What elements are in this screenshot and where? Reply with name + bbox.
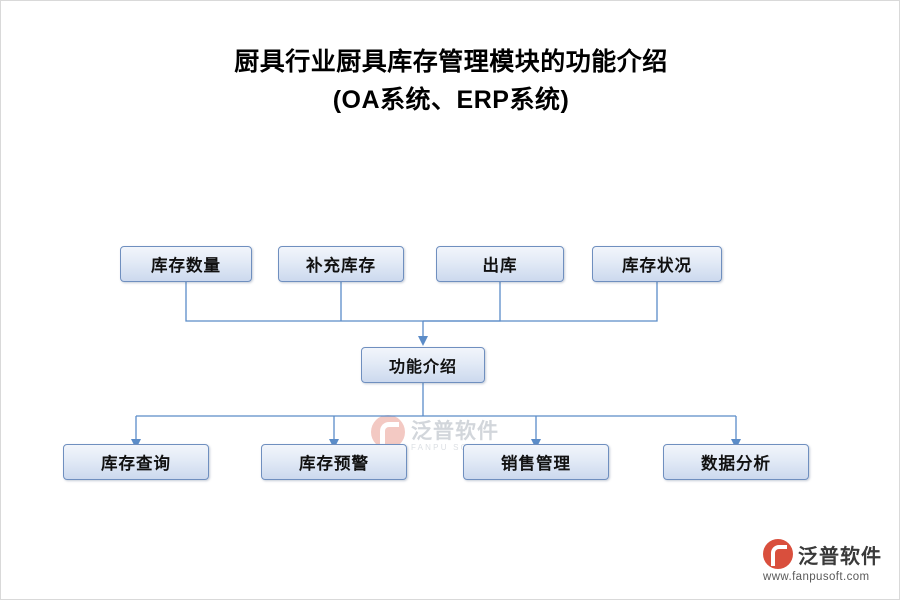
page-title: 厨具行业厨具库存管理模块的功能介绍 (OA系统、ERP系统) [1, 43, 900, 119]
page-title-line2: (OA系统、ERP系统) [332, 86, 570, 114]
watermark-center-name: 泛普软件 [411, 420, 499, 443]
connector-top-4 [423, 282, 658, 322]
watermark-corner: 泛普软件 www.fanpusoft.com [763, 539, 893, 591]
watermark-corner-name: 泛普软件 [798, 546, 882, 568]
node-sales-management[interactable]: 销售管理 [463, 444, 609, 480]
page-title-line1: 厨具行业厨具库存管理模块的功能介绍 [234, 48, 668, 76]
node-replenish-stock[interactable]: 补充库存 [278, 246, 404, 282]
arrowhead-center [418, 336, 428, 346]
node-inventory-status[interactable]: 库存状况 [592, 246, 722, 282]
node-inventory-query[interactable]: 库存查询 [63, 444, 209, 480]
node-inventory-alert[interactable]: 库存预警 [261, 444, 407, 480]
connector-top-1 [185, 282, 423, 322]
node-function-intro[interactable]: 功能介绍 [361, 347, 485, 383]
fanpu-logo-corner-icon [763, 539, 793, 569]
connector-top-3 [423, 282, 501, 322]
watermark-corner-url: www.fanpusoft.com [763, 571, 870, 583]
node-outbound[interactable]: 出库 [436, 246, 564, 282]
node-inventory-quantity[interactable]: 库存数量 [120, 246, 252, 282]
node-data-analysis[interactable]: 数据分析 [663, 444, 809, 480]
